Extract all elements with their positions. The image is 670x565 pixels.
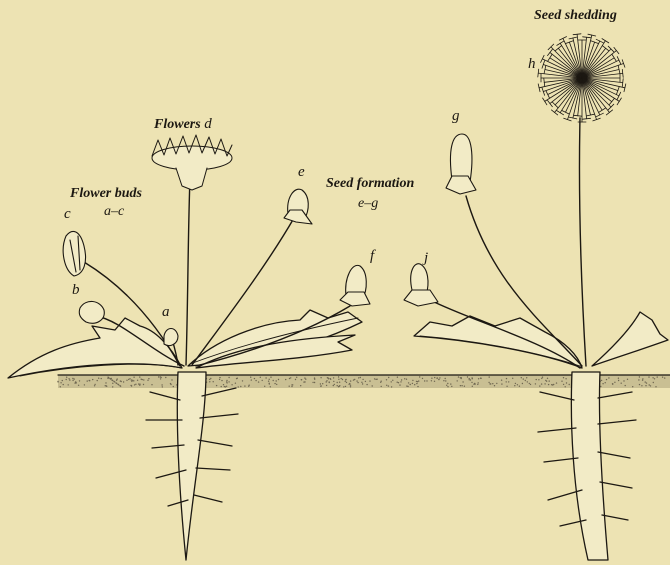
letter-h: h xyxy=(528,56,536,73)
bud-c xyxy=(63,231,85,276)
label-flowers: Flowers d xyxy=(154,116,212,133)
label-flower-buds-range: a–c xyxy=(104,204,124,220)
letter-c: c xyxy=(64,206,71,223)
letter-d: d xyxy=(204,116,212,132)
letter-a: a xyxy=(162,304,170,321)
label-seed-shedding: Seed shedding xyxy=(534,8,617,24)
right-root xyxy=(538,372,636,560)
seed-head-e xyxy=(284,189,312,224)
letter-j: j xyxy=(424,250,428,267)
seed-head-g xyxy=(446,134,476,194)
seed-head-j xyxy=(404,264,438,306)
letter-g: g xyxy=(452,108,460,125)
label-flower-buds: Flower buds xyxy=(70,186,142,202)
letter-b: b xyxy=(72,282,80,299)
seed-ball-h xyxy=(538,34,626,122)
open-flower-d xyxy=(152,135,232,190)
label-seed-formation: Seed formation xyxy=(326,176,414,192)
right-plant-leaves xyxy=(414,312,668,368)
seed-head-f xyxy=(340,265,370,306)
left-root xyxy=(146,372,238,560)
bud-a xyxy=(164,329,178,346)
label-flowers-text: Flowers xyxy=(154,117,201,132)
bud-b xyxy=(79,301,104,323)
label-seed-formation-range: e–g xyxy=(358,196,378,212)
letter-f: f xyxy=(370,248,374,265)
letter-e: e xyxy=(298,164,305,181)
left-plant-leaves xyxy=(8,310,362,378)
